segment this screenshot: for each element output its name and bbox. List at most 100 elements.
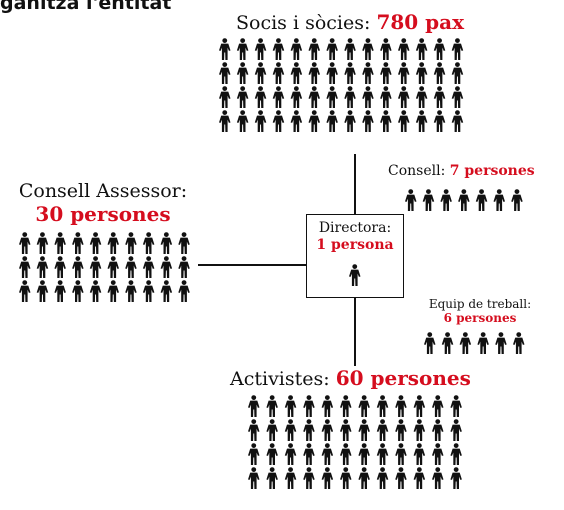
person-icon (219, 62, 231, 84)
person-icon (254, 38, 267, 60)
person-icon (125, 280, 137, 302)
person-icon (340, 467, 352, 489)
person-icon (107, 280, 119, 302)
person-icon (413, 419, 426, 441)
person-icon (160, 256, 173, 278)
person-icon (398, 38, 410, 60)
consell-label-text: Consell: (388, 163, 446, 179)
person-icon (321, 443, 334, 465)
person-icon (405, 189, 417, 211)
person-icon (362, 86, 374, 108)
person-icon (450, 443, 462, 465)
person-icon (349, 264, 361, 286)
person-icon (303, 443, 315, 465)
person-icon (321, 395, 334, 417)
person-icon (266, 419, 278, 441)
person-icon (266, 443, 278, 465)
person-icon (493, 189, 505, 211)
person-icon (321, 467, 334, 489)
person-icon (362, 62, 374, 84)
directora-person (349, 264, 361, 286)
person-icon (450, 467, 462, 489)
person-icon (380, 110, 392, 132)
person-icon (432, 419, 444, 441)
person-icon (72, 232, 84, 254)
person-icon (441, 332, 454, 354)
directora-label: Directora: (318, 220, 392, 236)
person-icon (36, 280, 49, 302)
person-icon (326, 62, 338, 84)
person-icon (248, 467, 260, 489)
person-icon (54, 232, 66, 254)
person-icon (272, 110, 285, 132)
person-icon (376, 395, 389, 417)
person-icon (432, 467, 444, 489)
person-icon (344, 62, 356, 84)
person-icon (451, 62, 464, 84)
person-icon (432, 443, 444, 465)
person-icon (415, 62, 428, 84)
person-icon (475, 189, 488, 211)
person-icon (236, 62, 249, 84)
person-icon (160, 280, 173, 302)
person-icon (380, 86, 392, 108)
person-icon (142, 256, 155, 278)
person-icon (54, 256, 66, 278)
person-icon (440, 189, 452, 211)
person-icon (358, 419, 370, 441)
person-icon (125, 256, 137, 278)
person-icon (248, 419, 260, 441)
person-icon (326, 38, 338, 60)
person-icon (511, 189, 523, 211)
equip-label: Equip de treball: 6 persones (410, 297, 550, 325)
person-icon (477, 332, 489, 354)
person-icon (290, 62, 303, 84)
person-icon (266, 395, 278, 417)
directora-box: Directora: 1 persona (306, 214, 404, 298)
person-icon (54, 280, 66, 302)
person-icon (266, 467, 278, 489)
person-icon (424, 332, 436, 354)
person-icon (358, 395, 370, 417)
person-icon (236, 38, 249, 60)
consell-assessor-people-grid (19, 232, 190, 302)
person-icon (326, 110, 338, 132)
person-icon (290, 38, 303, 60)
person-icon (303, 395, 315, 417)
consell-assessor-label-text: Consell Assessor: (18, 180, 188, 202)
person-icon (395, 395, 407, 417)
activistes-label: Activistes: 60 persones (230, 366, 471, 390)
person-icon (284, 443, 297, 465)
person-icon (89, 232, 102, 254)
person-icon (178, 232, 190, 254)
person-icon (344, 86, 356, 108)
person-icon (451, 38, 464, 60)
person-icon (19, 256, 31, 278)
person-icon (415, 110, 428, 132)
person-icon (451, 110, 464, 132)
person-icon (236, 110, 249, 132)
person-icon (284, 419, 297, 441)
socis-label: Socis i sòcies: 780 pax (236, 10, 464, 34)
directora-value: 1 persona (316, 237, 394, 253)
person-icon (358, 443, 370, 465)
person-icon (340, 419, 352, 441)
person-icon (433, 86, 446, 108)
socis-value: 780 pax (376, 10, 465, 34)
socis-people-grid (219, 38, 464, 132)
person-icon (178, 256, 190, 278)
person-icon (36, 232, 49, 254)
diagram-heading: ganitza l'entitat (0, 0, 172, 14)
person-icon (450, 395, 462, 417)
activistes-people-grid (248, 395, 462, 489)
person-icon (303, 467, 315, 489)
person-icon (308, 110, 320, 132)
equip-label-text: Equip de treball: (428, 297, 532, 311)
person-icon (513, 332, 525, 354)
person-icon (340, 443, 352, 465)
person-icon (376, 443, 389, 465)
person-icon (413, 395, 426, 417)
person-icon (321, 419, 334, 441)
person-icon (395, 419, 407, 441)
person-icon (308, 86, 320, 108)
